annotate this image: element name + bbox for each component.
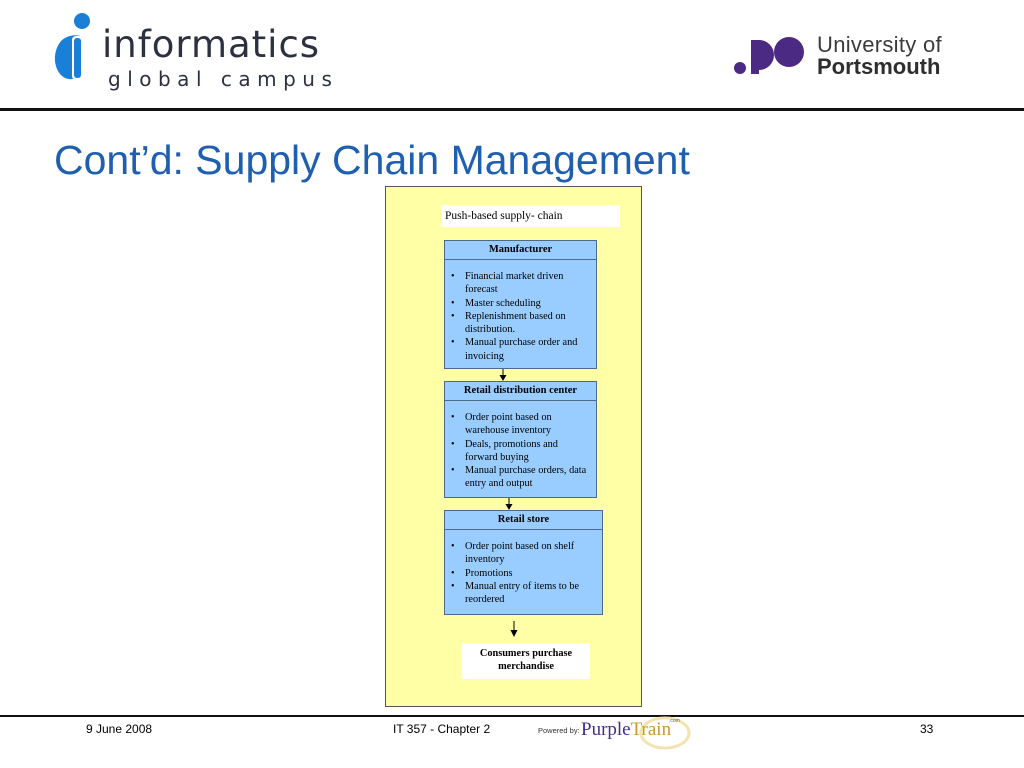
powered-by-text: Powered by: xyxy=(538,726,580,735)
stage-bullet-list: Financial market driven forecast Master … xyxy=(445,270,596,363)
stage-retail-store: Retail store Order point based on shelf … xyxy=(444,510,603,615)
portsmouth-dots-icon xyxy=(734,37,804,74)
informatics-bulb-icon xyxy=(54,13,90,80)
train-text: Train xyxy=(630,719,672,740)
stage-bullet: Manual entry of items to be reordered xyxy=(451,580,598,607)
consumers-node: Consumers purchase merchandise xyxy=(462,643,590,679)
diagram-title: Push-based supply- chain xyxy=(441,205,620,227)
header-divider xyxy=(0,108,1024,111)
arrow-down-icon xyxy=(499,369,507,381)
stage-heading: Retail store xyxy=(445,511,602,530)
portsmouth-logo: University of Portsmouth xyxy=(733,34,973,82)
global-campus-wordmark: global campus xyxy=(108,67,339,91)
informatics-wordmark: informatics xyxy=(102,23,321,66)
arrow-down-icon xyxy=(505,498,513,510)
stage-bullet: Financial market driven forecast xyxy=(451,270,592,297)
stage-bullet: Manual purchase orders, data entry and o… xyxy=(451,464,592,491)
footer-course: IT 357 - Chapter 2 xyxy=(393,722,491,736)
stage-heading: Manufacturer xyxy=(445,241,596,260)
dotcom-text: .com xyxy=(669,718,680,724)
stage-manufacturer: Manufacturer Financial market driven for… xyxy=(444,240,597,369)
stage-bullet: Replenishment based on distribution. xyxy=(451,310,592,337)
footer-date: 9 June 2008 xyxy=(86,722,153,736)
page-number: 33 xyxy=(920,722,934,736)
portsmouth-text: Portsmouth xyxy=(817,54,941,79)
stage-retail-distribution-center: Retail distribution center Order point b… xyxy=(444,381,597,498)
purpletrain-halo-icon xyxy=(639,716,691,750)
stage-bullet-list: Order point based on warehouse inventory… xyxy=(445,411,596,491)
purpletrain-logo: Powered by: PurpleTrain .com xyxy=(538,716,698,750)
stage-bullet: Deals, promotions and forward buying xyxy=(451,438,592,465)
stage-bullet: Order point based on shelf inventory xyxy=(451,540,598,567)
stage-bullet-list: Order point based on shelf inventory Pro… xyxy=(445,540,602,606)
arrow-down-icon xyxy=(510,621,518,637)
footer-divider xyxy=(0,715,1024,717)
informatics-logo: informatics global campus xyxy=(50,12,360,89)
stage-heading: Retail distribution center xyxy=(445,382,596,401)
slide-title: Cont’d: Supply Chain Management xyxy=(54,137,690,183)
stage-bullet: Master scheduling xyxy=(451,297,592,311)
purple-text: Purple xyxy=(581,719,631,740)
purpletrain-wordmark: PurpleTrain xyxy=(581,720,671,739)
stage-bullet: Order point based on warehouse inventory xyxy=(451,411,592,438)
university-of-text: University of xyxy=(817,32,942,57)
stage-bullet: Manual purchase order and invoicing xyxy=(451,336,592,363)
stage-bullet: Promotions xyxy=(451,567,598,581)
